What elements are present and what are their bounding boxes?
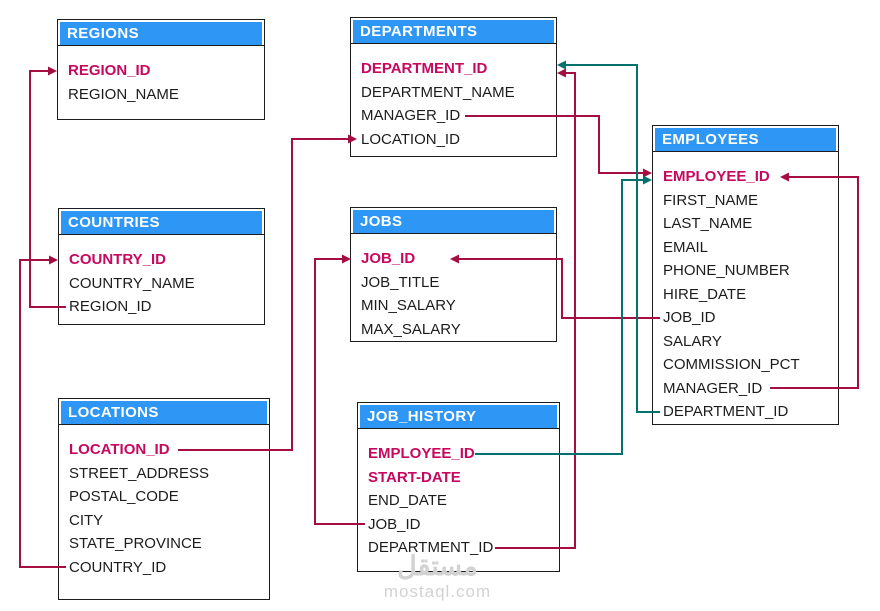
- entity-field-list: EMPLOYEE_ID START-DATE END_DATE JOB_ID DEPAR…: [358, 429, 559, 560]
- field-departments-department-name: DEPARTMENT_NAME: [361, 83, 515, 101]
- field-locations-postal-code: POSTAL_CODE: [69, 488, 179, 506]
- entity-field-list: JOB_ID JOB_TITLE MIN_SALARY MAX_SALARY: [351, 234, 556, 341]
- field-employees-job-id: JOB_ID: [663, 309, 716, 327]
- field-job_history-end-date: END_DATE: [368, 492, 447, 510]
- field-jobs-min-salary: MIN_SALARY: [361, 297, 456, 315]
- entity-table-title: JOB_HISTORY: [360, 405, 557, 428]
- field-locations-location-id: LOCATION_ID: [69, 441, 170, 459]
- field-employees-department-id: DEPARTMENT_ID: [663, 403, 789, 421]
- field-regions-region-name: REGION_NAME: [68, 85, 179, 103]
- field-locations-state-province: STATE_PROVINCE: [69, 535, 202, 553]
- fk-locations-countries-arrowhead-icon: [49, 255, 58, 265]
- field-employees-email: EMAIL: [663, 238, 709, 256]
- table-countries: COUNTRIES COUNTRY_ID COUNTRY_NAME REGION_I…: [58, 208, 265, 325]
- field-employees-employee-id: EMPLOYEE_ID: [663, 168, 770, 186]
- field-departments-location-id: LOCATION_ID: [361, 130, 460, 148]
- field-departments-manager-id: MANAGER_ID: [361, 107, 461, 125]
- entity-field-list: EMPLOYEE_ID FIRST_NAME LAST_NAME EMAIL PHONE…: [653, 152, 838, 424]
- entity-field-list: DEPARTMENT_ID DEPARTMENT_NAME MANAGER_ID LO…: [351, 44, 556, 151]
- field-job_history-department-id: DEPARTMENT_ID: [368, 539, 494, 557]
- entity-table-header-strip: DEPARTMENTS: [351, 18, 556, 44]
- table-departments: DEPARTMENTS DEPARTMENT_ID DEPARTMENT_NAME…: [350, 17, 557, 157]
- fk-employees-departments-arrowhead-icon: [557, 60, 566, 70]
- field-jobs-max-salary: MAX_SALARY: [361, 320, 461, 338]
- table-locations: LOCATIONS LOCATION_ID STREET_ADDRESS POSTA…: [58, 398, 270, 600]
- field-locations-city: CITY: [69, 511, 104, 529]
- entity-field-list: LOCATION_ID STREET_ADDRESS POSTAL_CODE CITY…: [59, 425, 269, 579]
- entity-table-header-strip: LOCATIONS: [59, 399, 269, 425]
- fk-departments-employees-arrowhead-icon: [643, 168, 652, 178]
- field-locations-country-id: COUNTRY_ID: [69, 558, 167, 576]
- entity-table-header-strip: COUNTRIES: [59, 209, 264, 235]
- watermark-site-text: mostaql.com: [383, 582, 492, 601]
- fk-jobhistory-employees-arrowhead-icon: [643, 175, 652, 185]
- entity-table-title: LOCATIONS: [61, 401, 267, 424]
- watermark: مستقل mostaql.com: [370, 551, 505, 601]
- field-employees-phone-number: PHONE_NUMBER: [663, 262, 790, 280]
- entity-table-title: COUNTRIES: [61, 211, 262, 234]
- field-regions-region-id: REGION_ID: [68, 62, 151, 80]
- table-jobs: JOBS JOB_ID JOB_TITLE MIN_SALARY MAX_SALARY: [350, 207, 557, 342]
- entity-table-title: REGIONS: [60, 22, 262, 45]
- field-employees-hire-date: HIRE_DATE: [663, 285, 747, 303]
- fk-jobhistory-departments-arrowhead-icon: [557, 68, 566, 78]
- field-employees-salary: SALARY: [663, 332, 722, 350]
- entity-table-header-strip: EMPLOYEES: [653, 126, 838, 152]
- field-employees-commission-pct: COMMISSION_PCT: [663, 356, 800, 374]
- entity-table-header-strip: REGIONS: [58, 20, 264, 46]
- table-regions: REGIONS REGION_ID REGION_NAME: [57, 19, 265, 120]
- fk-countries-regions-arrowhead-icon: [48, 66, 57, 76]
- field-employees-manager-id: MANAGER_ID: [663, 379, 763, 397]
- entity-table-title: DEPARTMENTS: [353, 20, 554, 43]
- entity-field-list: REGION_ID REGION_NAME: [58, 46, 264, 106]
- field-departments-department-id: DEPARTMENT_ID: [361, 60, 488, 78]
- field-employees-first-name: FIRST_NAME: [663, 191, 759, 209]
- watermark-arabic-text: مستقل: [397, 551, 478, 581]
- field-employees-last-name: LAST_NAME: [663, 215, 753, 233]
- table-job_history: JOB_HISTORY EMPLOYEE_ID START-DATE END_DAT…: [357, 402, 560, 572]
- entity-field-list: COUNTRY_ID COUNTRY_NAME REGION_ID: [59, 235, 264, 319]
- field-jobs-job-title: JOB_TITLE: [361, 273, 440, 291]
- entity-table-title: JOBS: [353, 210, 554, 233]
- field-job_history-start-date: START-DATE: [368, 468, 461, 486]
- table-employees: EMPLOYEES EMPLOYEE_ID FIRST_NAME LAST_NAME…: [652, 125, 839, 425]
- field-countries-country-id: COUNTRY_ID: [69, 251, 166, 269]
- field-job_history-employee-id: EMPLOYEE_ID: [368, 445, 475, 463]
- field-countries-country-name: COUNTRY_NAME: [69, 274, 195, 292]
- fk-employees-departments-line: [566, 64, 660, 413]
- field-jobs-job-id: JOB_ID: [361, 250, 416, 268]
- field-locations-street-address: STREET_ADDRESS: [69, 464, 210, 482]
- field-countries-region-id: REGION_ID: [69, 298, 152, 316]
- field-job_history-job-id: JOB_ID: [368, 515, 421, 533]
- entity-table-title: EMPLOYEES: [655, 128, 836, 151]
- entity-table-header-strip: JOB_HISTORY: [358, 403, 559, 429]
- entity-table-header-strip: JOBS: [351, 208, 556, 234]
